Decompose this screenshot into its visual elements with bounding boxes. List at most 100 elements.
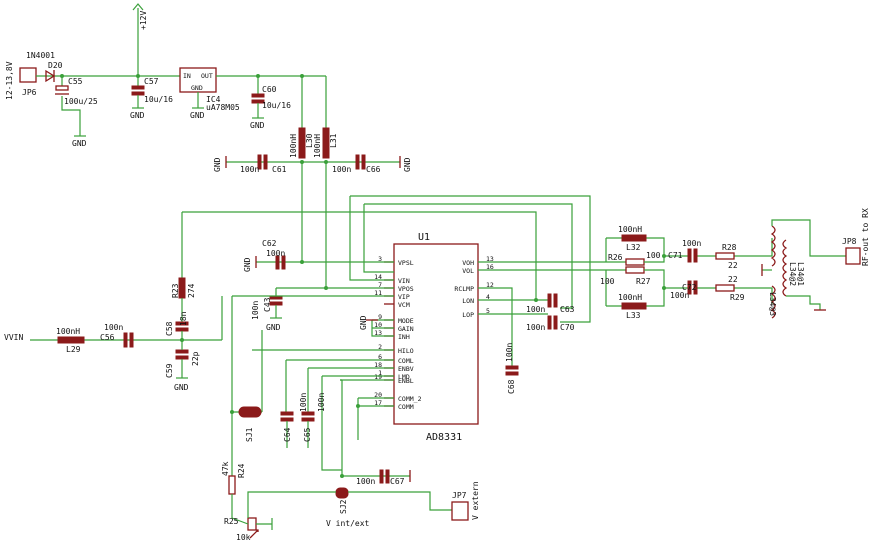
l33-value: 100nH [618, 293, 642, 302]
c61-plate2 [263, 154, 268, 170]
c72-name: C72 [682, 283, 697, 292]
c70-plate2 [553, 315, 558, 330]
gnd-label-2: GND [130, 111, 145, 120]
wire-coml [285, 359, 394, 412]
u1-pin-left-name-13: COMM_2 [398, 395, 422, 403]
u1-pin-left-name-7: INH [398, 333, 410, 341]
c65-plate2 [301, 417, 315, 422]
u1-pin-left-name-1: VIN [398, 277, 410, 285]
transformer-winding-1-icon [770, 225, 776, 267]
c58-plate [175, 321, 189, 326]
sj2-name: SJ2 [339, 499, 348, 514]
solder-jumper-sj2-icon[interactable] [335, 487, 349, 499]
u1-pin-left-num-2: 7 [378, 281, 382, 289]
wire-c55-gnd [61, 96, 81, 136]
c66-value: 100n [332, 165, 351, 174]
wire-sj2 [247, 491, 452, 518]
c71-value: 100n [682, 239, 701, 248]
inductor-l33 [621, 302, 647, 310]
d20-name: D20 [48, 61, 63, 70]
c57-plate [131, 85, 145, 90]
c64-value: 100n [299, 393, 308, 412]
r28-value: 22 [728, 261, 738, 270]
c67-value: 100n [356, 477, 375, 486]
jp8-connector[interactable] [845, 247, 861, 265]
sj2-label: V int/ext [326, 519, 370, 528]
r24-name: R24 [237, 463, 246, 478]
u1-ad8331[interactable] [393, 243, 479, 425]
c63-plate [547, 293, 552, 308]
potentiometer-r25[interactable] [247, 517, 257, 531]
l32-name: L32 [626, 243, 641, 252]
c57-name: C57 [144, 77, 159, 86]
u1-pin-left-name-4: VCM [398, 301, 410, 309]
u1-pin-left-name-2: VPOS [398, 285, 414, 293]
u1-pin-left-num-11: 1 [378, 369, 382, 377]
c55-plate [55, 85, 69, 91]
wire-c71-r28 [664, 238, 773, 257]
u1-pin-left-num-14: 17 [374, 399, 382, 407]
c65-plate [301, 411, 315, 416]
jp7-name: JP7 [452, 491, 467, 500]
c62-name: C62 [262, 239, 277, 248]
c56-name: C56 [100, 333, 115, 342]
resistor-r26 [625, 258, 645, 266]
c66-name: C66 [366, 165, 381, 174]
u1-pin-left-num-10: 18 [374, 361, 382, 369]
c56-value: 100n [104, 323, 123, 332]
u1-pin-left-num-5: 9 [378, 313, 382, 321]
gnd-c43: GND [266, 323, 281, 332]
u1-pin-left-name-5: MODE [398, 317, 414, 325]
gnd-label-1: GND [72, 139, 87, 148]
u1-pin-left-name-3: VIP [398, 293, 410, 301]
r28-name: R28 [722, 243, 737, 252]
wire-loop-r23 [181, 211, 537, 300]
c71-plate [687, 248, 692, 263]
u1-pin-left-num-6: 10 [374, 321, 382, 329]
c70-name: C70 [560, 323, 575, 332]
c57-plate2 [131, 91, 145, 96]
c72-plate2 [693, 280, 698, 295]
c55-value: 100u/25 [64, 97, 98, 106]
gnd-c66: GND [403, 157, 412, 172]
sj1-body[interactable] [243, 406, 257, 418]
r27-value: 100 [600, 277, 615, 286]
c59-plate2 [175, 355, 189, 360]
wire-loop-outer-1 [349, 195, 591, 323]
u1-pin-left-num-0: 3 [378, 255, 382, 263]
c61-plate [257, 154, 262, 170]
inductor-l32 [621, 234, 647, 242]
gnd-c62: GND [243, 257, 252, 272]
ic4-gnd: GND [191, 84, 203, 92]
ic4-out: OUT [201, 72, 213, 80]
jp6-value: 12-13,8V [5, 61, 14, 100]
jp7-connector[interactable] [451, 501, 469, 521]
l29-name: L29 [66, 345, 81, 354]
l30-name: L30 [305, 133, 314, 148]
c59-plate [175, 349, 189, 354]
u1-pin-right-name-3: LON [462, 297, 474, 305]
u1-pin-right-num-0: 13 [486, 255, 494, 263]
l33-name: L33 [626, 311, 641, 320]
transformer-winding-3-icon [782, 239, 788, 297]
c63-name: C63 [560, 305, 575, 314]
l31-name: L31 [329, 133, 338, 148]
transformer-winding-2-icon [770, 285, 776, 319]
c63-value: 100n [526, 305, 545, 314]
c68-name: C68 [507, 379, 516, 394]
r29-name: R29 [730, 293, 745, 302]
c62-plate2 [281, 255, 286, 270]
label-12v: +12V [139, 11, 148, 30]
c67-plate2 [385, 469, 390, 484]
c66-plate [355, 154, 360, 170]
c61-value: 100n [240, 165, 259, 174]
wire-c72-r29 [664, 287, 773, 304]
jp6-connector[interactable] [19, 67, 37, 83]
wire-l34-gnd [786, 295, 821, 310]
c62-plate [275, 255, 280, 270]
u1-pin-right-name-4: LOP [462, 311, 474, 319]
l30-value: 100nH [289, 134, 298, 158]
c58-value: 18n [179, 311, 188, 326]
u1-pin-left-name-11: LMD [398, 373, 410, 381]
